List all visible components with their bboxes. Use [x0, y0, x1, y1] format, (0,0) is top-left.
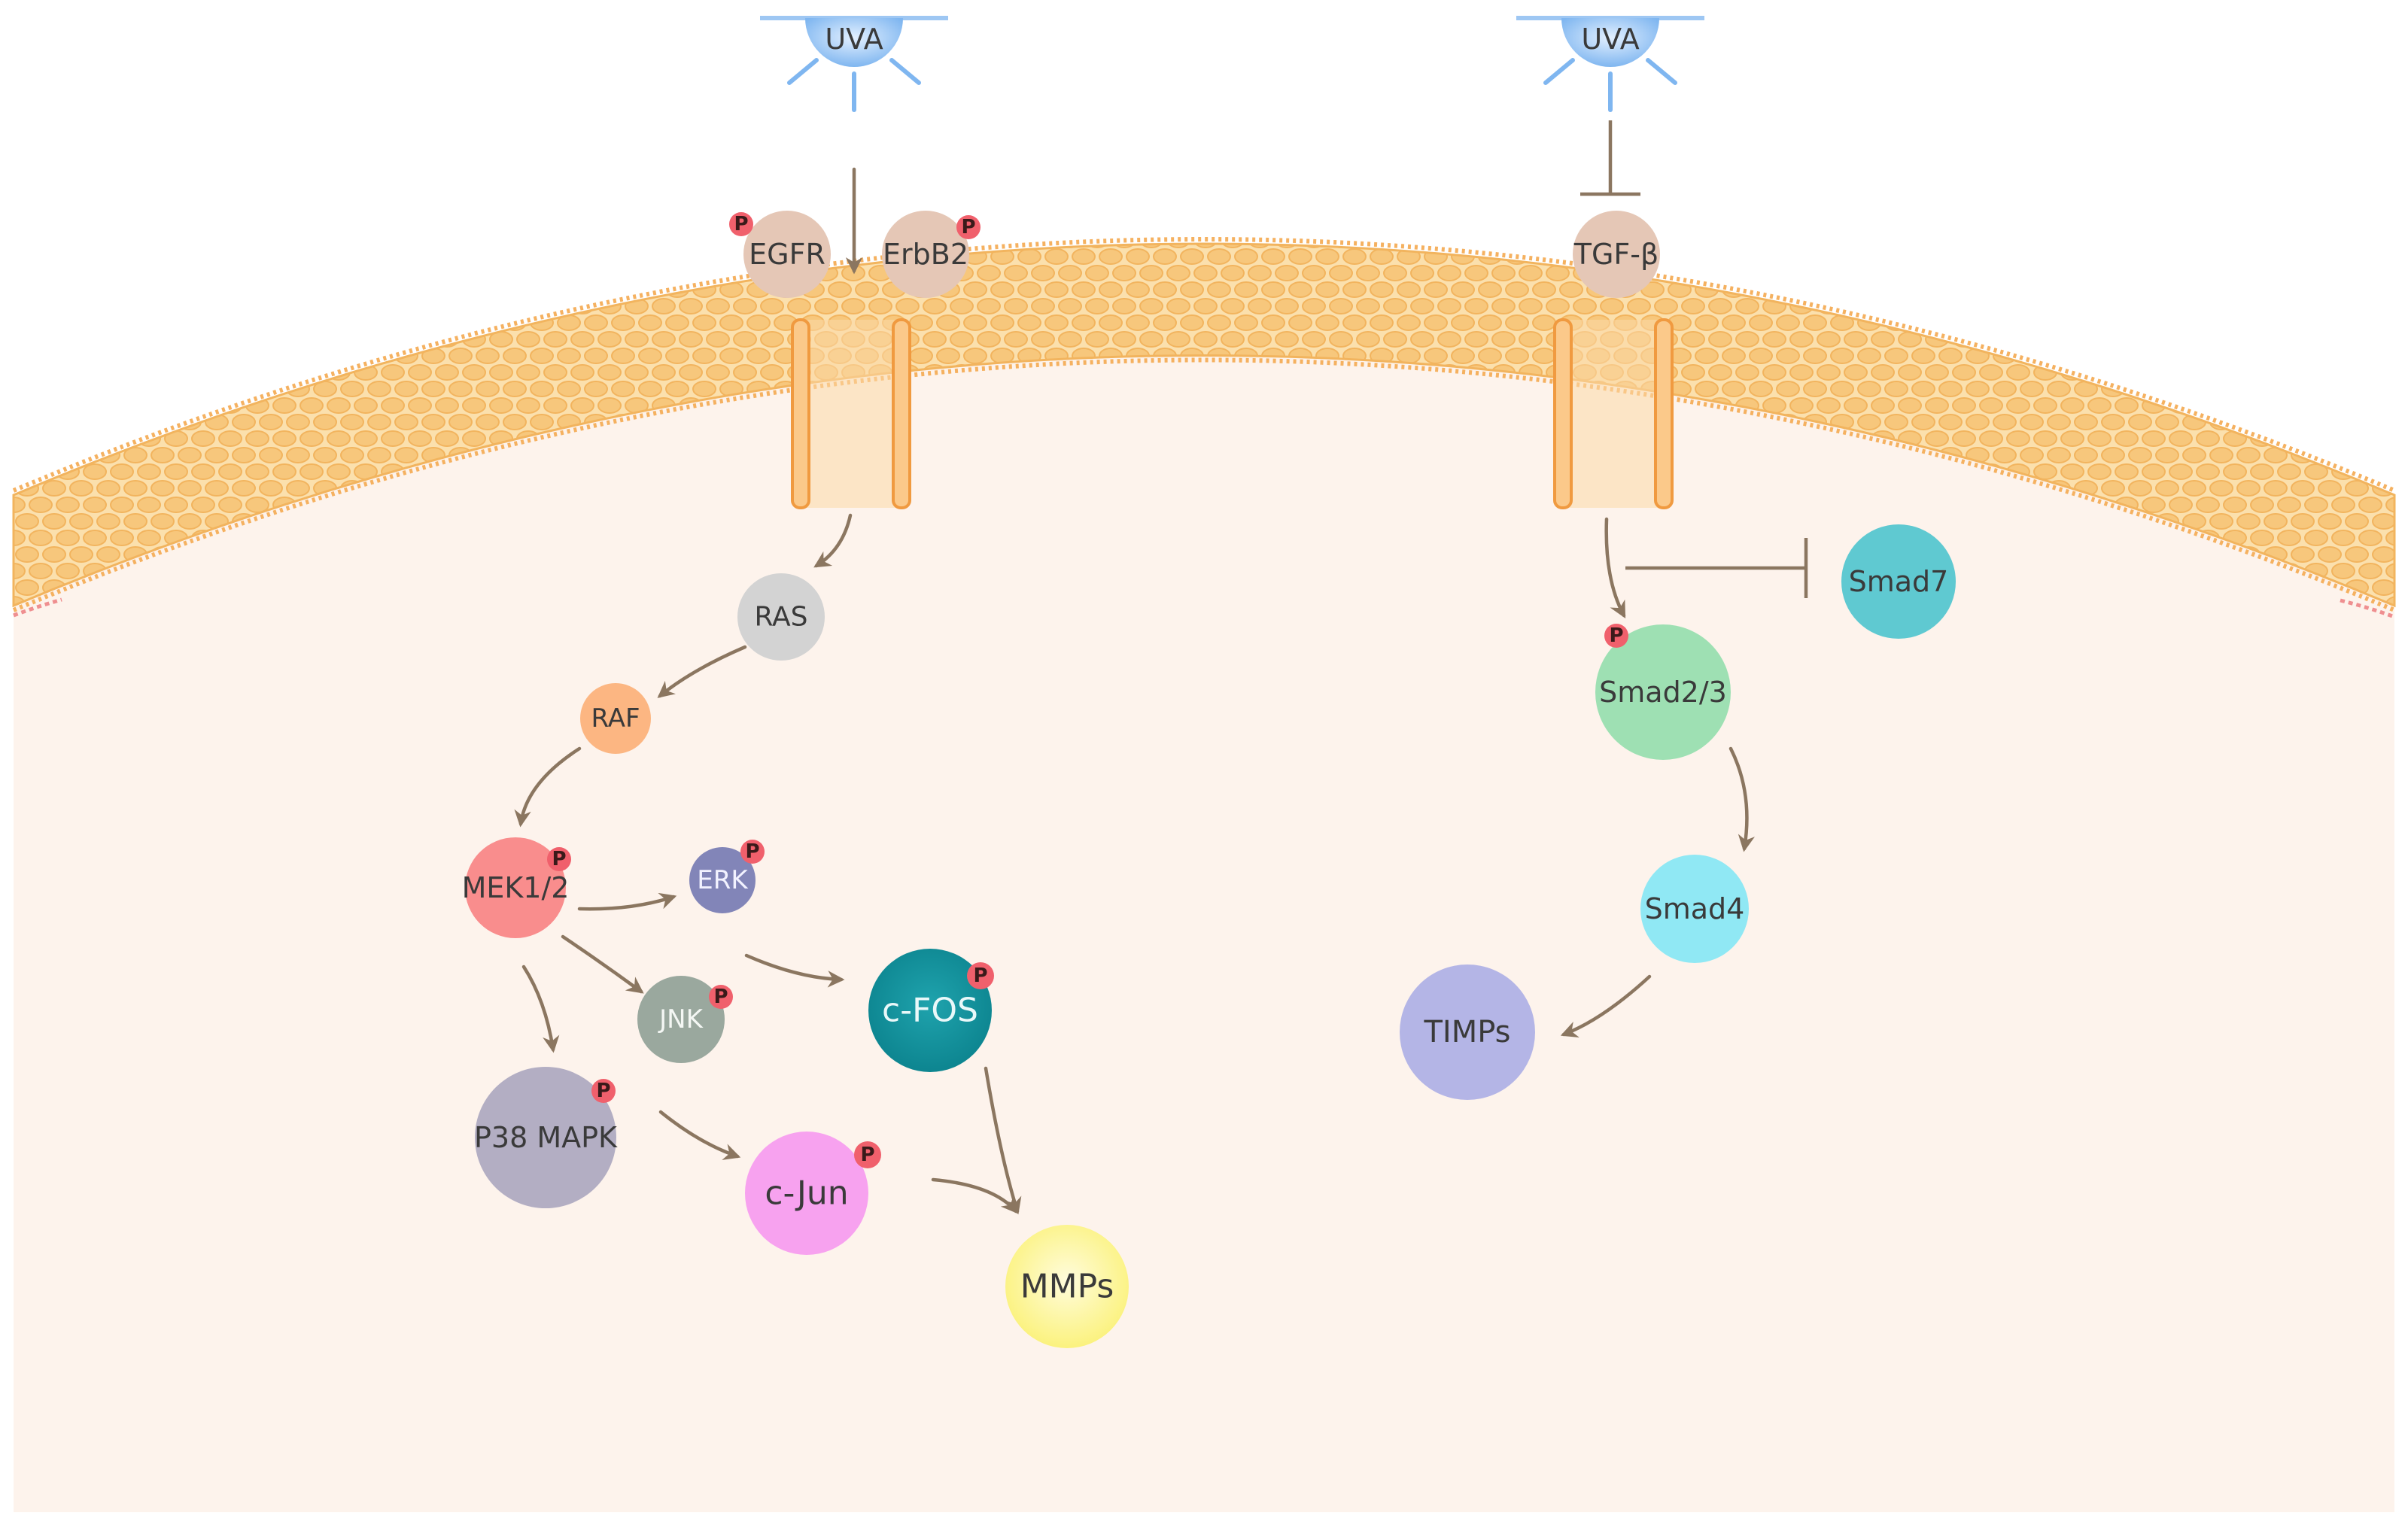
receptor-channel-right [1553, 318, 1674, 509]
node-mmps: MMPs [1005, 1225, 1129, 1348]
mek-label: MEK1/2 [462, 871, 570, 904]
node-smad4: Smad4 [1640, 855, 1749, 963]
phospho-badge-mek: P [547, 847, 571, 871]
arrow-receptor-to-ras [813, 513, 853, 568]
erk-label: ERK [697, 865, 749, 895]
raf-label: RAF [591, 703, 640, 734]
arrow-raf-to-mek [514, 746, 582, 828]
jnk-label: JNK [658, 1004, 704, 1034]
tgfb-label: TGF-β [1573, 238, 1659, 271]
phospho-badge-erk: P [740, 840, 765, 864]
node-mek: MEK1/2 [462, 837, 570, 938]
membrane-pink-edge-right [2340, 598, 2395, 619]
phospho-badge-erbb2: P [956, 215, 981, 239]
svg-text:P: P [1609, 624, 1623, 647]
inhibit-uva-tgfb [1580, 120, 1640, 196]
arrow-mek-to-erk [577, 892, 677, 911]
phospho-badge-smad23: P [1604, 624, 1628, 648]
receptor-channel-left [791, 318, 911, 509]
mmps-label: MMPs [1020, 1268, 1114, 1306]
svg-text:P: P [552, 848, 566, 870]
connectors [514, 120, 1808, 1215]
node-raf: RAF [580, 683, 651, 754]
uva-label-right: UVA [1581, 23, 1639, 56]
arrow-p38-to-cjun [658, 1110, 741, 1160]
node-jnk: JNK [637, 976, 725, 1063]
svg-text:P: P [745, 840, 759, 863]
phospho-badge-jnk: P [709, 985, 733, 1009]
arrow-mek-to-p38 [521, 964, 560, 1053]
arrow-receptor-to-smad23 [1604, 517, 1626, 618]
smad4-label: Smad4 [1645, 892, 1745, 925]
svg-text:P: P [860, 1144, 874, 1166]
svg-text:P: P [973, 964, 987, 987]
phospho-badge-cjun: P [854, 1141, 881, 1168]
uva-source-right: UVA [1516, 16, 1704, 112]
svg-text:P: P [961, 216, 975, 238]
arrow-ras-to-raf [657, 645, 747, 698]
p38-label: P38 MAPK [474, 1121, 618, 1154]
phospho-badge-p38: P [591, 1079, 616, 1103]
erbb2-label: ErbB2 [883, 238, 968, 271]
inhibit-smad7 [1625, 538, 1808, 598]
egfr-label: EGFR [749, 238, 825, 271]
node-smad23: Smad2/3 [1595, 624, 1731, 760]
arrow-mek-to-jnk [561, 934, 644, 994]
cfos-label: c-FOS [882, 992, 978, 1030]
node-egfr: EGFR [743, 211, 831, 298]
node-tgfb: TGF-β [1573, 211, 1660, 298]
node-cjun: c-Jun [745, 1132, 868, 1255]
node-erk: ERK [689, 847, 756, 913]
node-ras: RAS [737, 573, 825, 661]
ras-label: RAS [754, 602, 807, 633]
node-p38: P38 MAPK [474, 1067, 618, 1208]
phospho-badge-egfr: P [729, 212, 753, 236]
svg-text:P: P [734, 213, 748, 235]
svg-text:P: P [596, 1080, 610, 1102]
arrow-smad23-to-smad4 [1728, 746, 1756, 852]
node-timps: TIMPs [1400, 964, 1535, 1100]
cytoplasm [14, 244, 2394, 1512]
node-smad7: Smad7 [1841, 524, 1956, 639]
node-cfos: c-FOS [868, 949, 992, 1072]
arrow-smad4-to-timps [1560, 974, 1652, 1038]
node-erbb2: ErbB2 [882, 211, 969, 298]
uva-source-left: UVA [760, 16, 948, 112]
timps-label: TIMPs [1424, 1015, 1511, 1050]
svg-text:P: P [713, 986, 728, 1008]
phospho-badge-cfos: P [967, 962, 994, 989]
phospho-badges: P P P P P P P P P [547, 212, 1628, 1168]
smad7-label: Smad7 [1849, 565, 1949, 598]
membrane-pink-edge-left [13, 597, 62, 618]
arrow-erk-to-cfos [744, 953, 845, 988]
arrow-cfos-to-mmps [984, 1066, 1022, 1215]
smad23-label: Smad2/3 [1599, 676, 1727, 709]
uva-label-left: UVA [825, 23, 883, 56]
cjun-label: c-Jun [765, 1174, 848, 1213]
